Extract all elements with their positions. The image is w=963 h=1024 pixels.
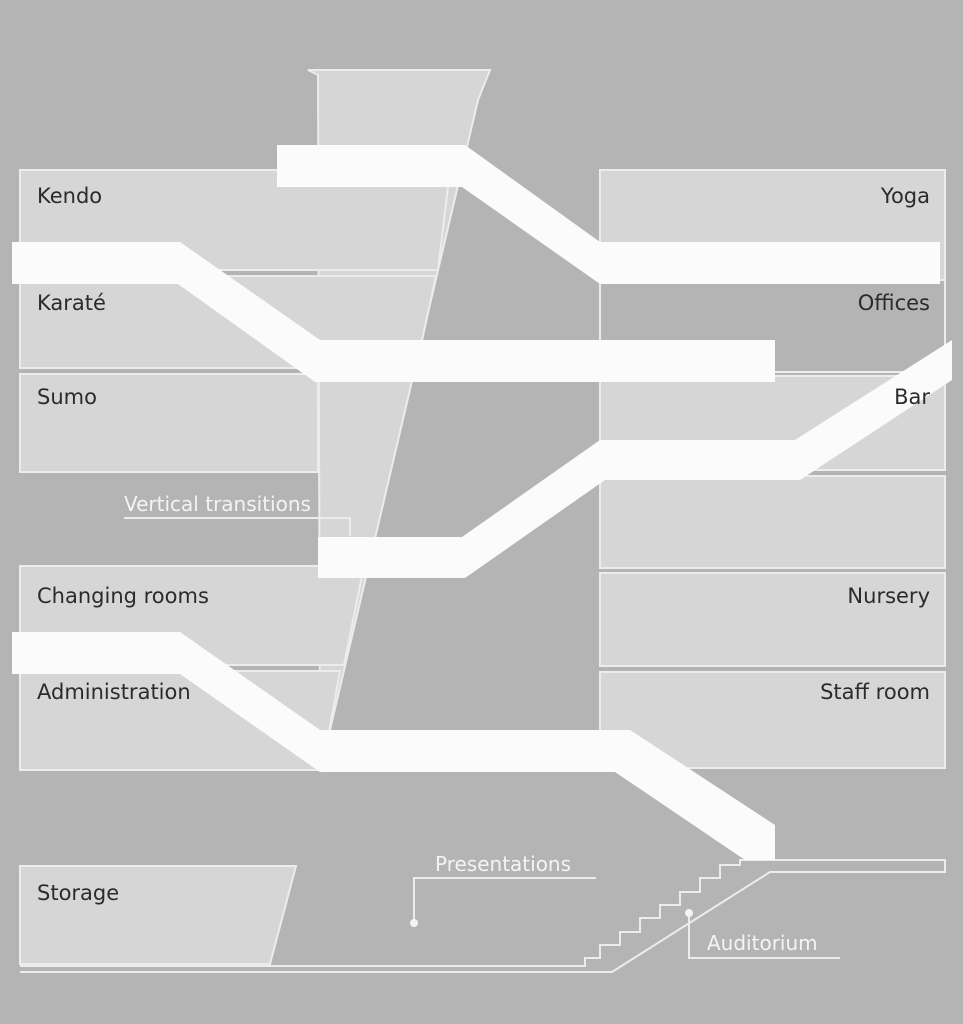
room-nursery xyxy=(599,572,946,667)
circulation-band-3 xyxy=(318,340,952,578)
label-sumo: Sumo xyxy=(37,385,97,409)
label-administration: Administration xyxy=(37,680,191,704)
label-yoga: Yoga xyxy=(880,184,930,208)
label-bar: Bar xyxy=(894,385,930,409)
callout-dot-presentations xyxy=(410,919,418,927)
callout-presentations: Presentations xyxy=(435,852,571,876)
label-changing-rooms: Changing rooms xyxy=(37,584,209,608)
callout-line-presentations xyxy=(413,877,596,922)
room-storage xyxy=(19,865,298,965)
circulation-band-1 xyxy=(277,145,940,284)
callout-line-vertical xyxy=(124,517,351,536)
ground-line xyxy=(20,859,946,973)
label-offices: Offices xyxy=(858,291,930,315)
label-kendo: Kendo xyxy=(37,184,102,208)
callout-line-auditorium xyxy=(688,913,840,959)
label-karate: Karaté xyxy=(37,291,106,315)
label-staff-room: Staff room xyxy=(820,680,930,704)
circulation-band-2 xyxy=(12,242,775,382)
label-nursery: Nursery xyxy=(847,584,930,608)
circulation-band-4 xyxy=(12,632,775,860)
callout-auditorium: Auditorium xyxy=(707,931,818,955)
callout-dot-auditorium xyxy=(685,909,693,917)
room-sumo xyxy=(19,373,319,473)
label-storage: Storage xyxy=(37,881,119,905)
callout-vertical-transitions: Vertical transitions xyxy=(124,492,311,516)
room-blank xyxy=(599,475,946,569)
